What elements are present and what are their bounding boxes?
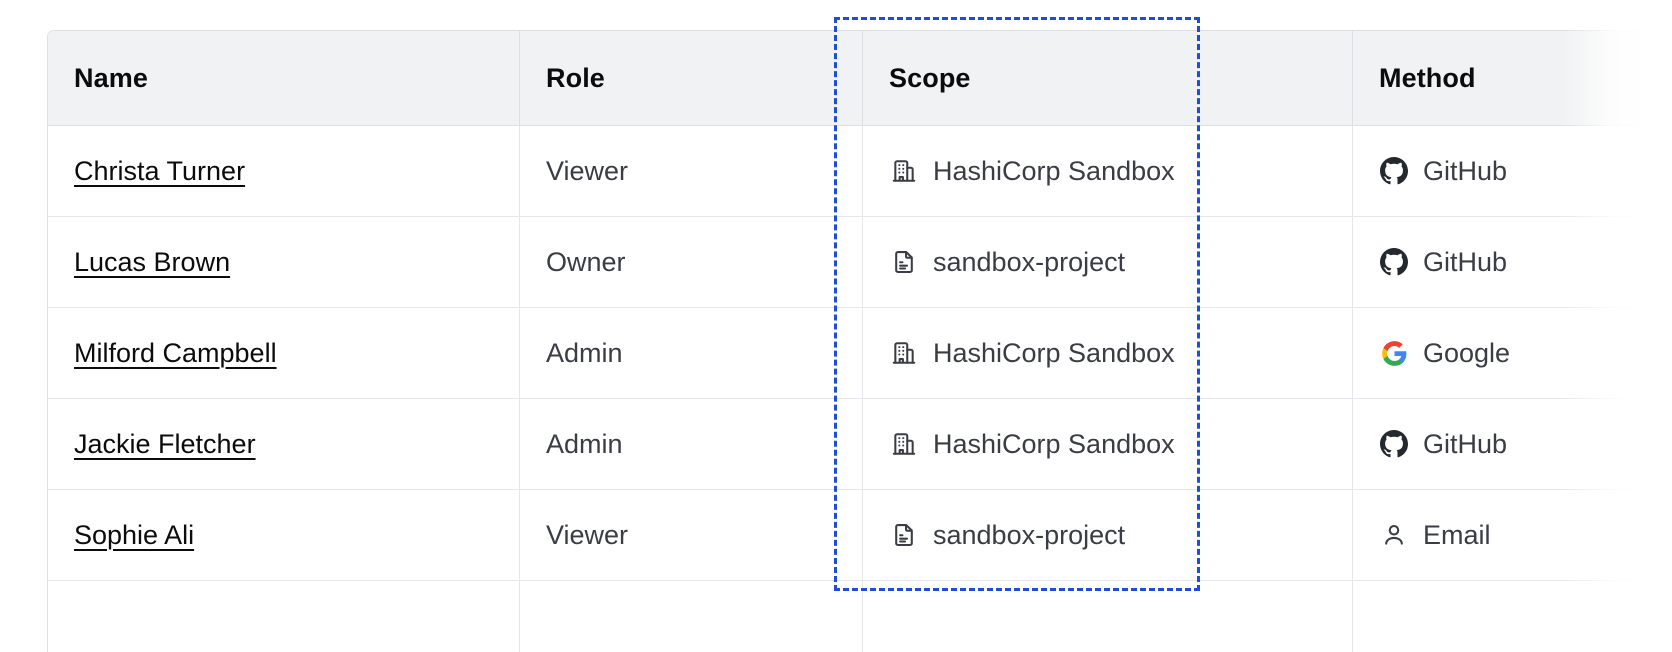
cell-name: Jackie Fletcher (48, 399, 520, 490)
cell-method: GitHub (1353, 217, 1672, 308)
member-name-link[interactable]: Jackie Fletcher (74, 428, 256, 459)
role-label: Owner (546, 246, 626, 277)
cell-partial (1353, 581, 1672, 652)
method-label: GitHub (1423, 155, 1508, 186)
cell-role: Admin (520, 308, 863, 399)
scope-label: sandbox-project (933, 519, 1126, 550)
table-row: Sophie Ali Viewer sandbox-project Email (48, 490, 1672, 581)
cell-scope: sandbox-project (863, 217, 1353, 308)
member-name-link[interactable]: Lucas Brown (74, 246, 231, 277)
organization-icon (889, 338, 919, 368)
member-name-link[interactable]: Christa Turner (74, 155, 246, 186)
cell-name: Christa Turner (48, 126, 520, 217)
role-label: Viewer (546, 519, 629, 550)
table-row: Lucas Brown Owner sandbox-project GitHub (48, 217, 1672, 308)
cell-partial (48, 581, 520, 652)
github-icon (1379, 156, 1409, 186)
cell-name: Milford Campbell (48, 308, 520, 399)
method-label: Email (1423, 519, 1491, 550)
google-icon (1379, 338, 1409, 368)
table-header: Name Role Scope Method (48, 31, 1672, 126)
role-label: Viewer (546, 155, 629, 186)
cell-role: Viewer (520, 126, 863, 217)
column-header-method[interactable]: Method (1353, 31, 1672, 126)
github-icon (1379, 247, 1409, 277)
table-row: Jackie Fletcher Admin HashiCorp Sandbox Git… (48, 399, 1672, 490)
cell-role: Viewer (520, 490, 863, 581)
table-row: Milford Campbell Admin HashiCorp Sandbox Go… (48, 308, 1672, 399)
cell-method: GitHub (1353, 126, 1672, 217)
github-icon (1379, 429, 1409, 459)
cell-role: Admin (520, 399, 863, 490)
cell-scope: HashiCorp Sandbox (863, 399, 1353, 490)
project-icon (889, 520, 919, 550)
project-icon (889, 247, 919, 277)
method-label: GitHub (1423, 428, 1508, 459)
cell-scope: HashiCorp Sandbox (863, 308, 1353, 399)
cell-method: GitHub (1353, 399, 1672, 490)
cell-scope: HashiCorp Sandbox (863, 126, 1353, 217)
method-label: Google (1423, 337, 1511, 368)
cell-partial (863, 581, 1353, 652)
member-name-link[interactable]: Milford Campbell (74, 337, 277, 368)
scope-label: HashiCorp Sandbox (933, 155, 1175, 186)
cell-name: Sophie Ali (48, 490, 520, 581)
role-label: Admin (546, 428, 623, 459)
user-icon (1379, 520, 1409, 550)
role-label: Admin (546, 337, 623, 368)
table-header-row: Name Role Scope Method (48, 31, 1672, 126)
organization-icon (889, 429, 919, 459)
column-header-name[interactable]: Name (48, 31, 520, 126)
cell-method: Google (1353, 308, 1672, 399)
scope-label: HashiCorp Sandbox (933, 337, 1175, 368)
table-row: Christa Turner Viewer HashiCorp Sandbox Git… (48, 126, 1672, 217)
scope-label: sandbox-project (933, 246, 1126, 277)
column-header-scope[interactable]: Scope (863, 31, 1353, 126)
cell-role: Owner (520, 217, 863, 308)
column-header-role[interactable]: Role (520, 31, 863, 126)
table-row (48, 581, 1672, 652)
organization-icon (889, 156, 919, 186)
cell-scope: sandbox-project (863, 490, 1353, 581)
cell-partial (520, 581, 863, 652)
cell-name: Lucas Brown (48, 217, 520, 308)
member-name-link[interactable]: Sophie Ali (74, 519, 195, 550)
scope-label: HashiCorp Sandbox (933, 428, 1175, 459)
cell-method: Email (1353, 490, 1672, 581)
method-label: GitHub (1423, 246, 1508, 277)
